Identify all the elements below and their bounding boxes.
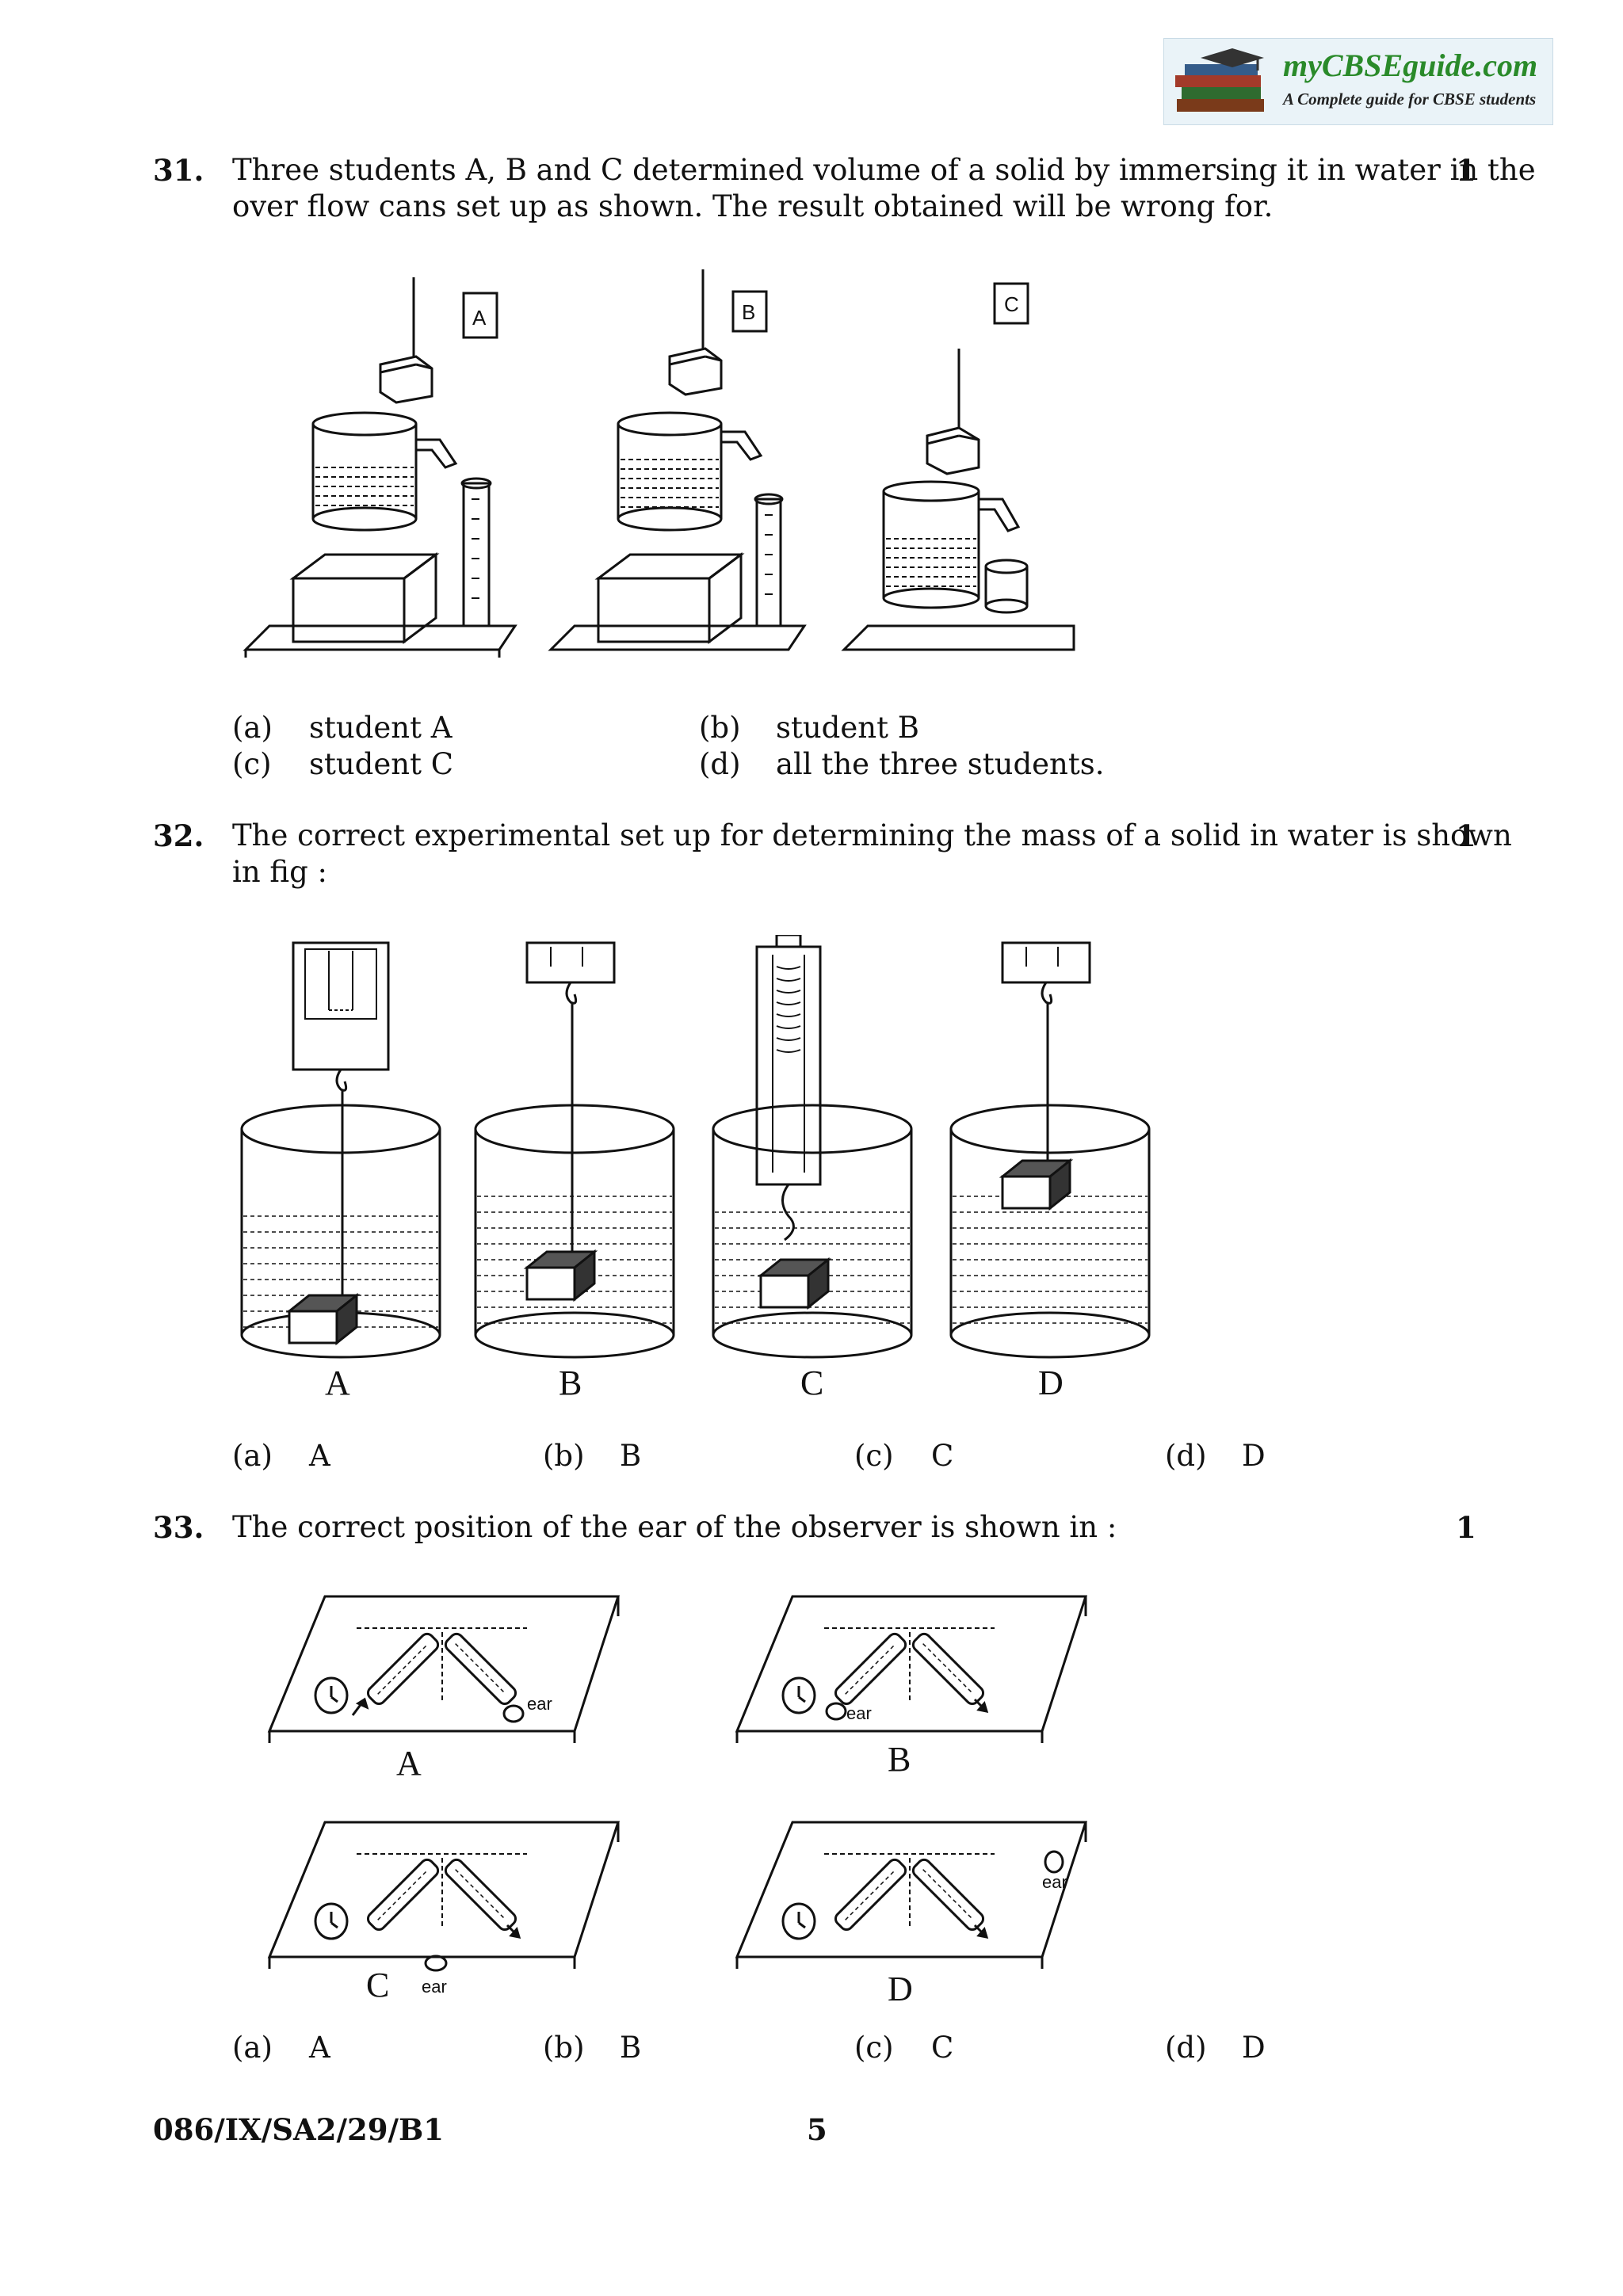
option-key: (c)	[232, 747, 272, 781]
option-key: (a)	[232, 2031, 273, 2065]
setup-c: ear C	[267, 1821, 621, 2004]
question-text: The correct position of the ear of the o…	[232, 1510, 1117, 1544]
option-text: D	[1242, 2031, 1266, 2065]
option-key: (b)	[699, 711, 741, 745]
option-text: all the three students.	[776, 747, 1105, 781]
option-text: student C	[309, 747, 454, 781]
figure-ear-position-setups: ear A ear B ear C	[267, 1595, 1088, 2008]
figure-overflow-can-setups: A B	[242, 269, 1075, 658]
question-marks: 1	[1456, 818, 1476, 853]
question-text: in fig :	[232, 855, 328, 889]
setup-d: ear D	[735, 1821, 1088, 2008]
question-marks: 1	[1456, 153, 1476, 188]
logo-brand: myCBSEguide.com	[1283, 48, 1538, 83]
setup-a: A	[240, 941, 441, 1402]
ear-label: ear	[422, 1977, 447, 1997]
figure-label: B	[888, 1740, 911, 1779]
setup-c: C	[841, 282, 1075, 651]
setup-b: B	[474, 941, 675, 1402]
books-icon	[1175, 48, 1264, 112]
option-key: (c)	[854, 1439, 894, 1473]
setup-a: A	[242, 277, 517, 658]
site-logo: myCBSEguide.com A Complete guide for CBS…	[1163, 38, 1553, 125]
option-text: C	[931, 2031, 954, 2065]
setup-b: B	[548, 269, 807, 651]
option-text: student A	[309, 711, 453, 745]
figure-label: B	[742, 300, 755, 324]
figure-label: A	[396, 1744, 422, 1783]
option-key: (d)	[1165, 2031, 1207, 2065]
setup-c: C	[712, 935, 913, 1402]
setup-a: ear A	[267, 1595, 621, 1783]
ear-label: ear	[527, 1694, 552, 1714]
option-text: B	[620, 2031, 642, 2065]
option-key: (c)	[854, 2031, 894, 2065]
ear-label: ear	[846, 1703, 872, 1723]
figure-label: C	[366, 1966, 389, 2004]
option-text: A	[309, 2031, 330, 2065]
figure-label: C	[800, 1363, 823, 1402]
figure-label: B	[559, 1363, 582, 1402]
page-number: 5	[807, 2112, 827, 2147]
option-key: (d)	[1165, 1439, 1207, 1473]
figure-label: D	[888, 1970, 913, 2008]
setup-d: D	[949, 941, 1151, 1402]
figure-label: D	[1038, 1363, 1064, 1402]
question-text: over flow cans set up as shown. The resu…	[232, 189, 1274, 223]
option-text: student B	[776, 711, 919, 745]
setup-b: ear B	[735, 1595, 1088, 1779]
question-number: 31.	[153, 153, 204, 188]
figure-spring-balance-setups: A B C	[240, 935, 1151, 1402]
question-marks: 1	[1456, 1510, 1476, 1545]
figure-label: C	[1004, 292, 1019, 316]
option-key: (b)	[543, 2031, 585, 2065]
option-text: A	[309, 1439, 330, 1473]
question-text: Three students A, B and C determined vol…	[232, 153, 1536, 187]
logo-tagline: A Complete guide for CBSE students	[1283, 90, 1537, 109]
question-number: 33.	[153, 1510, 204, 1545]
option-text: C	[931, 1439, 954, 1473]
option-text: B	[620, 1439, 642, 1473]
question-number: 32.	[153, 818, 204, 853]
option-text: D	[1242, 1439, 1266, 1473]
option-key: (b)	[543, 1439, 585, 1473]
figure-label: A	[325, 1363, 350, 1402]
option-key: (d)	[699, 747, 741, 781]
paper-code: 086/IX/SA2/29/B1	[153, 2112, 444, 2147]
ear-label: ear	[1042, 1872, 1067, 1892]
option-key: (a)	[232, 1439, 273, 1473]
question-text: The correct experimental set up for dete…	[232, 818, 1512, 852]
option-key: (a)	[232, 711, 273, 745]
figure-label: A	[472, 306, 487, 330]
